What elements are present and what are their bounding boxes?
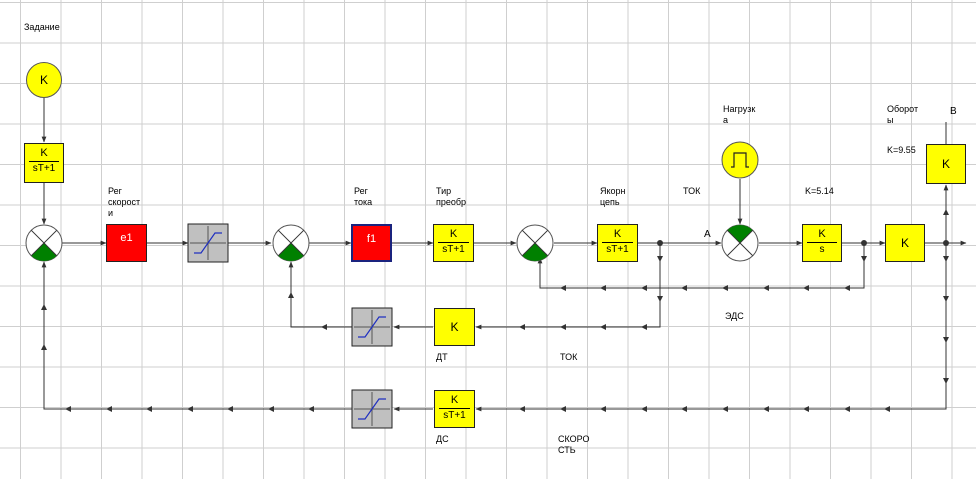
setpoint-filter-den: sT+1: [32, 163, 56, 174]
wire-emf-feedback: [537, 243, 865, 289]
setpoint-source[interactable]: K: [26, 62, 62, 98]
label-dt: ДТ: [436, 352, 448, 362]
limiter-3[interactable]: [351, 389, 393, 429]
speed-regulator-e1[interactable]: e1: [106, 224, 147, 262]
label-k-514: K=5.14: [805, 186, 834, 196]
summator-2[interactable]: [272, 224, 310, 262]
integrator-den: s: [819, 244, 825, 255]
integrator-line: [807, 242, 837, 243]
gain-k: K: [900, 236, 909, 250]
current-regulator-f1[interactable]: f1: [351, 224, 392, 262]
wire-lim3-to-sum1: [41, 261, 352, 410]
summator-1[interactable]: [25, 224, 63, 262]
limiter-2[interactable]: [351, 307, 393, 347]
rpm-gain-k: K: [941, 157, 950, 171]
label-speed-regulator: Рег скорост и: [108, 186, 141, 218]
setpoint-filter-line: [29, 161, 59, 162]
label-load: Нагрузк а: [723, 104, 756, 125]
summator-3[interactable]: [516, 224, 554, 262]
current-sensor-k: K: [450, 320, 459, 334]
label-rpm: Оборот ы: [887, 104, 919, 125]
armature-num: K: [613, 228, 622, 240]
speed-sensor-block[interactable]: K sT+1: [434, 390, 475, 428]
label-current-bottom: ТОК: [560, 352, 578, 362]
label-thyristor: Тир преобр: [436, 186, 467, 207]
label-current-regulator: Рег тока: [354, 186, 373, 207]
summator-4[interactable]: [721, 224, 759, 262]
armature-line: [602, 242, 633, 243]
setpoint-k: K: [39, 73, 48, 87]
load-pulse-source[interactable]: [721, 141, 759, 179]
flow-arrows: [41, 209, 949, 412]
speed-sensor-num: K: [450, 394, 459, 406]
speed-sensor-line: [439, 408, 470, 409]
label-ds: ДС: [436, 434, 449, 444]
thyristor-line: [438, 242, 469, 243]
thyristor-num: K: [449, 228, 458, 240]
current-regulator-label: f1: [366, 233, 377, 245]
regulator-arrows: [112, 248, 390, 254]
thyristor-den: sT+1: [442, 244, 465, 255]
junction-dots: [657, 240, 949, 246]
integrator-num: K: [818, 228, 826, 240]
rpm-gain-block[interactable]: K: [926, 144, 966, 184]
label-setpoint: Задание: [24, 22, 60, 32]
wire-lim2-to-sum2: [288, 261, 352, 328]
label-armature: Якорн цепь: [600, 186, 626, 207]
limiter-1[interactable]: [187, 223, 229, 263]
label-emf: ЭДС: [725, 311, 744, 321]
label-speed: СКОРО СТЬ: [558, 434, 590, 455]
wire-current-feedback: [475, 243, 661, 330]
setpoint-filter-num: K: [40, 147, 48, 159]
wire-speed-feedback: [475, 243, 947, 412]
label-current-top: ТОК: [683, 186, 701, 196]
label-point-b: B: [950, 106, 957, 117]
speed-sensor-den: sT+1: [443, 410, 466, 421]
current-sensor-block[interactable]: K: [434, 308, 475, 346]
gain-block[interactable]: K: [885, 224, 925, 262]
label-k-955: K=9.55: [887, 145, 916, 155]
speed-regulator-label: e1: [120, 232, 133, 244]
thyristor-converter-block[interactable]: K sT+1: [433, 224, 474, 262]
integrator-block[interactable]: K s: [802, 224, 842, 262]
armature-den: sT+1: [606, 244, 629, 255]
armature-circuit-block[interactable]: K sT+1: [597, 224, 638, 262]
setpoint-filter-block[interactable]: K sT+1: [24, 143, 64, 183]
label-point-a: A: [704, 229, 711, 240]
